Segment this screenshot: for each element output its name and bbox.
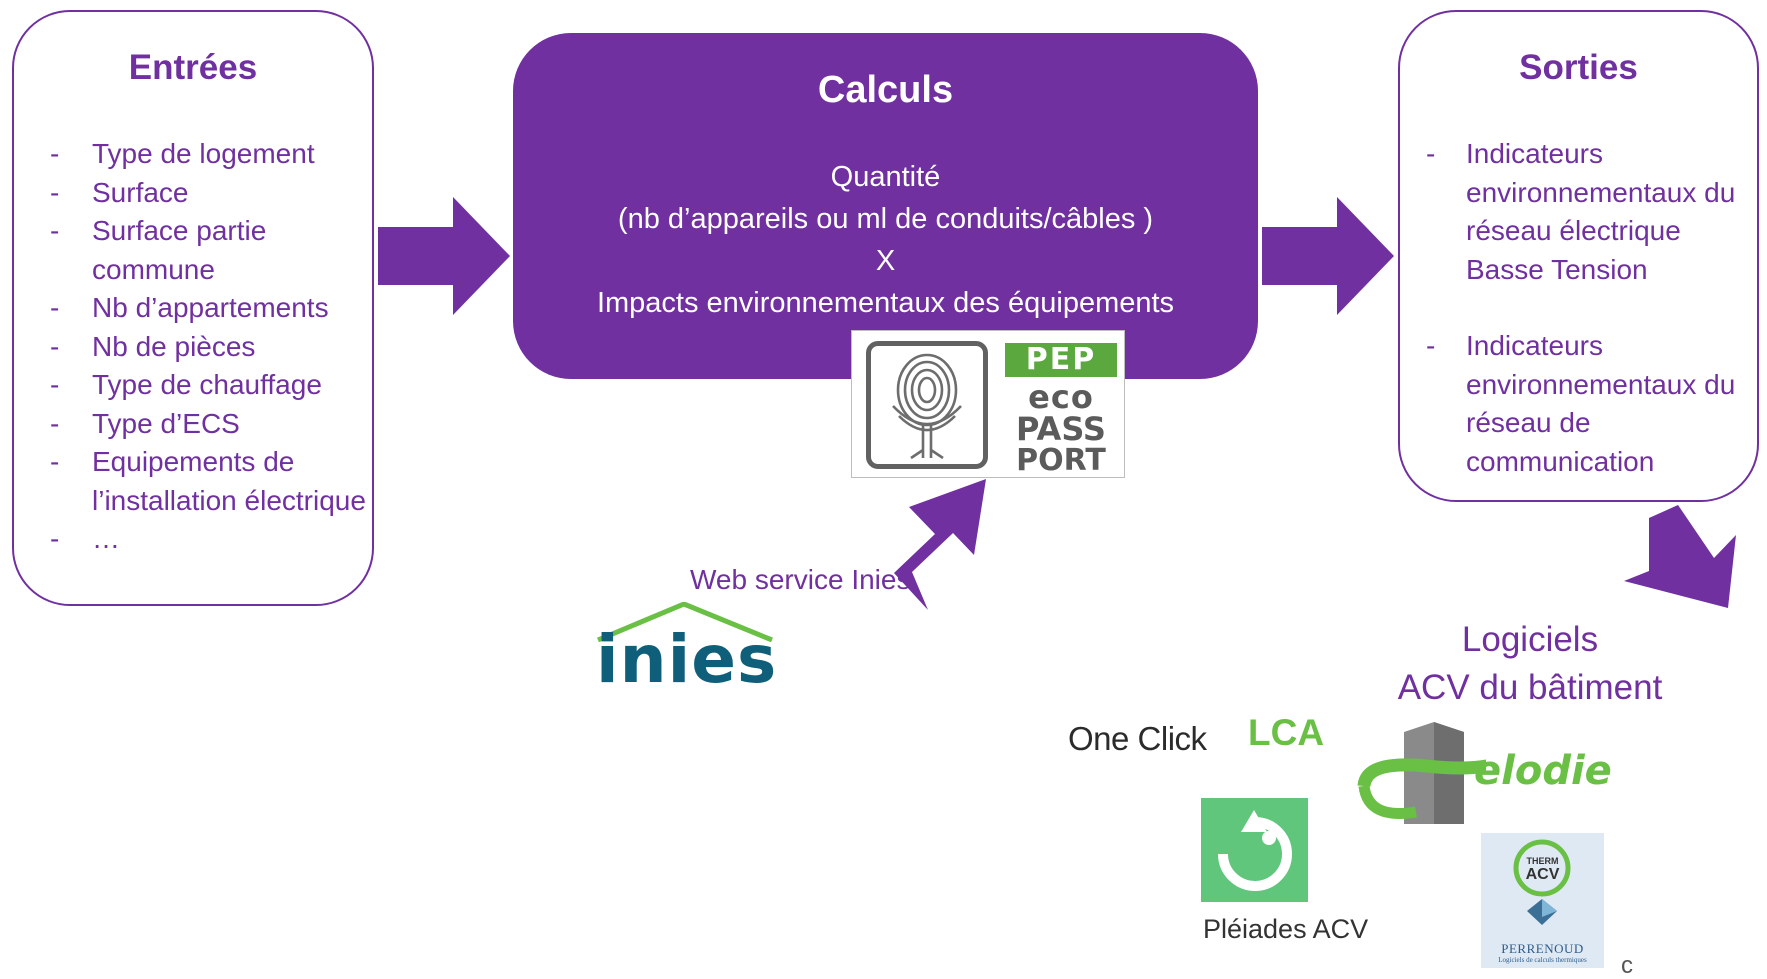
pep-pass-text: PASS <box>1016 410 1106 448</box>
arrow-sorties-to-logiciels <box>1618 500 1763 615</box>
fingerprint-tree-icon <box>866 341 988 469</box>
corner-text-fragment: c <box>1621 952 1633 979</box>
pep-port-text: PORT <box>1016 443 1106 478</box>
sorties-item: Indicateurs environnementaux du réseau é… <box>1402 135 1758 289</box>
arrow-entrees-to-calculs <box>378 197 512 315</box>
elodie-wordmark: elodie <box>1474 748 1612 794</box>
entrees-item: Nb de pièces <box>26 328 366 367</box>
pleiades-acv-label: Pléiades ACV <box>1203 914 1369 944</box>
elodie-logo: elodie <box>1356 720 1612 830</box>
web-service-inies-label: Web service Inies <box>690 564 911 595</box>
inies-wordmark: inies <box>596 621 778 698</box>
acv-text: ACV <box>1525 866 1560 883</box>
arrow-calculs-to-sorties <box>1262 197 1396 315</box>
calculs-impacts: Impacts environnementaux des équipements <box>596 287 1175 319</box>
one-click-text: One Click <box>1068 720 1207 757</box>
perrenoud-therm-acv-logo: THERM ACV PERRENOUD Logiciels de calculs… <box>1481 833 1604 968</box>
logiciels-line2: ACV du bâtiment <box>1397 668 1663 707</box>
entrees-title: Entrées <box>128 48 258 87</box>
perrenoud-tagline: Logiciels de calculs thermiques <box>1498 956 1587 964</box>
calculs-box: Calculs Quantité (nb d’appareils ou ml d… <box>513 33 1258 379</box>
logiciels-line1: Logiciels <box>1461 620 1599 659</box>
entrees-list: Type de logement Surface Surface partie … <box>26 135 366 559</box>
calculs-multiply: X <box>875 245 896 277</box>
calculs-quantite-detail: (nb d’appareils ou ml de conduits/câbles… <box>617 203 1154 235</box>
entrees-item: Surface <box>26 174 366 213</box>
sorties-title: Sorties <box>1519 48 1638 87</box>
entrees-item: … <box>26 520 366 559</box>
sorties-list: Indicateurs environnementaux du réseau é… <box>1402 135 1758 481</box>
sorties-box: Sorties Indicateurs environnementaux du … <box>1398 10 1759 502</box>
pep-ecopassport-logo: PEP eco PASS PORT <box>851 330 1125 478</box>
entrees-item: Type de logement <box>26 135 366 174</box>
entrees-item: Type d’ECS <box>26 405 366 444</box>
therm-text: THERM <box>1526 856 1559 866</box>
entrees-item: Equipements de l’installation électrique <box>26 443 366 520</box>
logiciels-acv-label: Logiciels ACV du bâtiment <box>1380 616 1680 712</box>
entrees-item: Type de chauffage <box>26 366 366 405</box>
entrees-item: Nb d’appartements <box>26 289 366 328</box>
lca-text: LCA <box>1248 712 1325 753</box>
calculs-title: Calculs <box>817 69 954 111</box>
inies-logo: inies <box>592 602 782 702</box>
pep-badge: PEP <box>1005 343 1117 377</box>
perrenoud-wordmark: PERRENOUD <box>1501 941 1584 956</box>
pleiades-cycle-icon <box>1218 810 1292 891</box>
calculs-quantite: Quantité <box>830 161 941 193</box>
inies-roof-icon <box>597 602 773 642</box>
pep-eco-text: eco <box>1028 378 1094 416</box>
entrees-item: Surface partie commune <box>26 212 366 289</box>
pleiades-acv-logo <box>1201 798 1308 902</box>
elodie-building-icon <box>1357 722 1486 824</box>
sorties-item: Indicateurs environnementaux du réseau d… <box>1402 327 1758 481</box>
arrow-webservice-to-pep <box>858 473 1008 613</box>
therm-acv-icon <box>1513 839 1571 925</box>
entrees-box: Entrées Type de logement Surface Surface… <box>12 10 374 606</box>
